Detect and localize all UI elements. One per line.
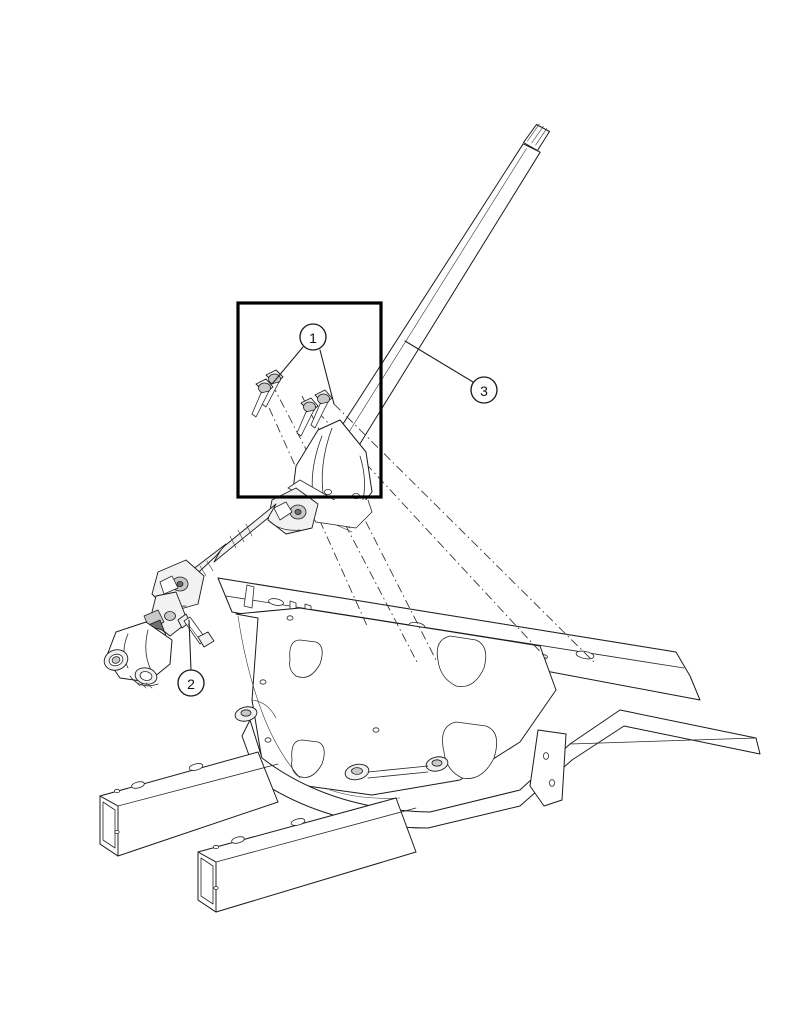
- gusset-hole-1: [543, 752, 550, 760]
- hex-flange-bolt-2: [251, 378, 274, 418]
- leader-3: [404, 340, 474, 383]
- web-hole-3: [372, 727, 380, 733]
- rail-left-hole-1: [131, 781, 145, 789]
- web-hole-2: [264, 737, 272, 743]
- steering-gearbox: [103, 609, 173, 689]
- column-tube: [321, 143, 541, 469]
- pinch-bolt-nut: [197, 631, 215, 648]
- web-triangle-hole-2: [291, 739, 325, 778]
- frame-rail-left: [99, 751, 279, 857]
- steering-column-shaft-group: [321, 123, 550, 469]
- callout-balloon-1[interactable]: 1: [299, 323, 327, 351]
- frame-rail-right: [197, 797, 417, 913]
- callout-balloon-3[interactable]: 3: [470, 376, 498, 404]
- web-triangle-hole-1: [289, 639, 323, 678]
- hex-flange-bolt-4: [296, 397, 319, 437]
- rail-right-hole-2: [290, 818, 306, 826]
- leader-1a: [271, 346, 304, 385]
- lower-universal-joint: [149, 559, 205, 637]
- hex-flange-bolt-1: [261, 369, 284, 408]
- leader-1b: [319, 349, 335, 405]
- hex-flange-bolt-3: [310, 389, 333, 429]
- pinch-bolt: [177, 613, 215, 648]
- frame-mount-pads: [234, 706, 449, 781]
- web-hole-1: [259, 679, 267, 685]
- frame-gusset-right: [529, 729, 567, 807]
- upper-universal-joint: [213, 487, 319, 563]
- callout-1-label: 1: [309, 330, 317, 346]
- crossmember-tab-4: [243, 584, 255, 609]
- rail-right-hole-1: [231, 836, 245, 844]
- web-hole-4: [286, 615, 294, 621]
- vehicle-frame-assembly: [99, 577, 761, 913]
- leader-2: [188, 619, 192, 671]
- rail-left-hole-3: [114, 788, 121, 794]
- rail-left-hole-2: [188, 763, 204, 771]
- callout-balloon-2[interactable]: 2: [177, 669, 205, 697]
- rail-right-hole-4: [213, 886, 219, 890]
- crossmember-slot-1: [268, 598, 284, 606]
- web-triangle-hole-4: [436, 635, 487, 687]
- callout-2-label: 2: [187, 676, 195, 692]
- callout-leaders: [188, 340, 474, 671]
- gusset-hole-2: [549, 779, 556, 787]
- enlarged-detail-frame: [236, 301, 383, 499]
- rail-left-hole-4: [114, 830, 120, 834]
- bracket-hole-1: [323, 488, 332, 495]
- rail-right-hole-3: [212, 844, 219, 850]
- web-triangle-hole-3: [442, 721, 498, 779]
- hex-flange-bolts: [251, 369, 333, 437]
- callout-3-label: 3: [480, 383, 488, 399]
- splined-shaft-end: [523, 123, 550, 151]
